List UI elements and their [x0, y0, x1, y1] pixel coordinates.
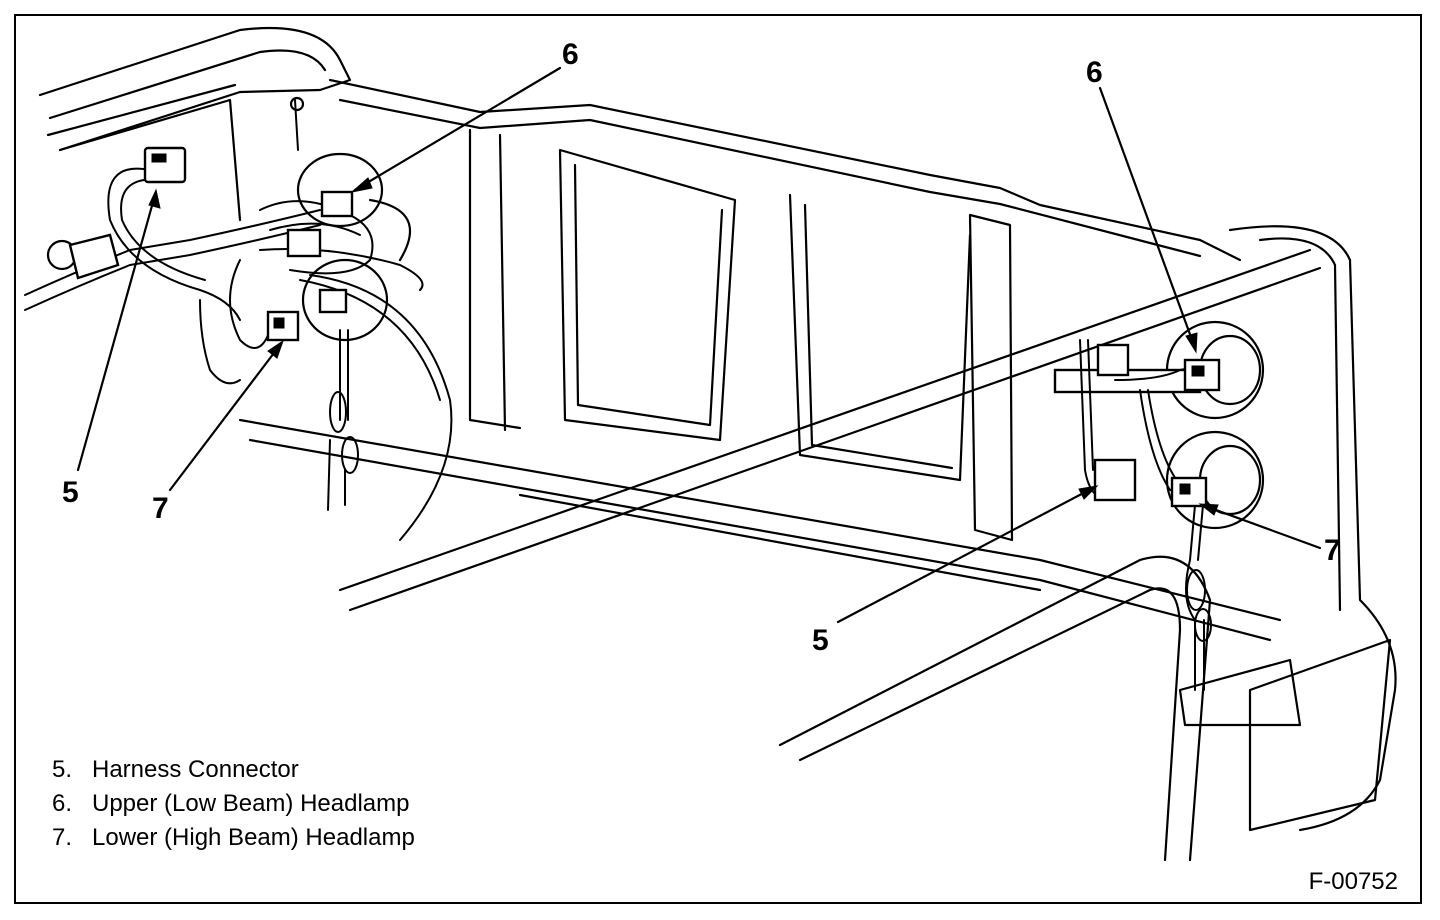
left-headlamps — [296, 152, 412, 342]
right-wiring-harness — [1053, 339, 1212, 691]
legend-label: Lower (High Beam) Headlamp — [92, 824, 415, 851]
legend-number: 7. — [52, 824, 73, 851]
left-connectors — [143, 146, 354, 342]
callout-6-left: 6 — [562, 38, 579, 71]
figure-id: F-00752 — [1308, 868, 1398, 895]
callout-5-right: 5 — [812, 624, 829, 657]
callout-5-left: 5 — [62, 476, 79, 509]
figure-border — [14, 14, 1422, 904]
legend: 5. Harness Connector 6. Upper (Low Beam)… — [52, 756, 415, 858]
legend-number: 5. — [52, 756, 73, 783]
leader-lines — [76, 66, 1322, 624]
callout-6-right: 6 — [1086, 56, 1103, 89]
radiator-support — [238, 78, 1282, 642]
callout-7-right: 7 — [1324, 534, 1341, 567]
legend-label: Upper (Low Beam) Headlamp — [92, 790, 410, 817]
legend-item-lower-headlamp: 7. Lower (High Beam) Headlamp — [52, 824, 415, 858]
legend-label: Harness Connector — [92, 756, 299, 783]
right-connectors — [1093, 343, 1221, 508]
crossbar — [338, 248, 1322, 612]
legend-number: 6. — [52, 790, 73, 817]
callout-7-left: 7 — [152, 492, 169, 525]
right-fender — [778, 225, 1397, 862]
legend-item-harness-connector: 5. Harness Connector — [52, 756, 415, 790]
left-wiring-harness — [24, 96, 453, 541]
legend-item-upper-headlamp: 6. Upper (Low Beam) Headlamp — [52, 790, 415, 824]
left-fender — [38, 26, 352, 222]
